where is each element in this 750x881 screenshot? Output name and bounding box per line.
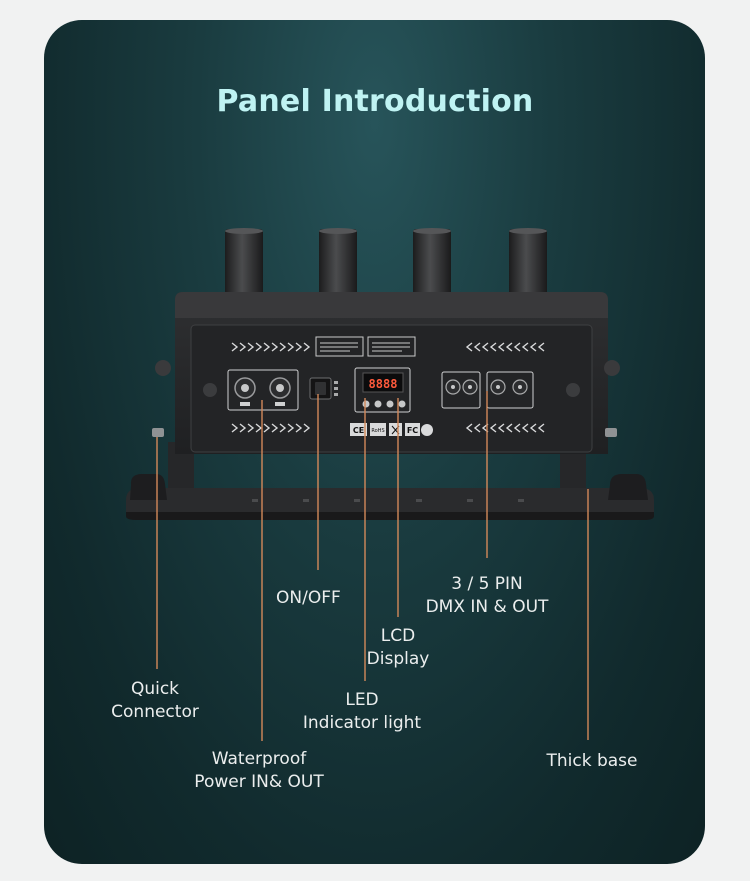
callout-dmx-line1: 3 / 5 PIN [451, 574, 523, 594]
callout-quick-line2: Connector [111, 702, 199, 722]
output-tubes [225, 228, 547, 299]
callout-dmx-line2: DMX IN & OUT [425, 597, 549, 617]
vent-chevrons [231, 342, 545, 433]
callout-quick-connector: Quick Connector [100, 678, 210, 724]
callout-lcd-line1: LCD [380, 626, 416, 646]
callout-lcd-display: LCD Display [358, 625, 438, 671]
callout-dmx: 3 / 5 PIN DMX IN & OUT [412, 573, 562, 619]
ce-mark-text: CE [353, 426, 364, 435]
leader-lines [156, 391, 589, 741]
rohs-mark-text: RoHS [371, 428, 384, 434]
lcd-display-digits: 8888 [369, 377, 398, 391]
warning-label [315, 336, 416, 357]
callout-base-text: Thick base [546, 751, 638, 771]
fc-mark-text: FC [407, 426, 418, 435]
page-title: Panel Introduction [216, 84, 534, 119]
control-board [354, 367, 411, 413]
callout-led-indicator: LED Indicator light [296, 689, 428, 735]
callout-waterproof-power: Waterproof Power IN& OUT [181, 748, 337, 794]
callout-thick-base: Thick base [538, 750, 646, 773]
callout-on-off-text: ON/OFF [276, 588, 341, 608]
on-off-switch [309, 377, 338, 400]
callout-power-line1: Waterproof [211, 749, 307, 769]
thick-base [126, 442, 654, 520]
dmx-connectors [441, 371, 534, 409]
callout-on-off: ON/OFF [276, 587, 341, 610]
callout-power-line2: Power IN& OUT [194, 772, 324, 792]
callout-led-line1: LED [345, 690, 379, 710]
callout-quick-line1: Quick [130, 679, 180, 699]
power-in-out-connectors [227, 369, 299, 411]
callout-lcd-line2: Display [366, 649, 430, 669]
callout-led-line2: Indicator light [302, 713, 422, 733]
